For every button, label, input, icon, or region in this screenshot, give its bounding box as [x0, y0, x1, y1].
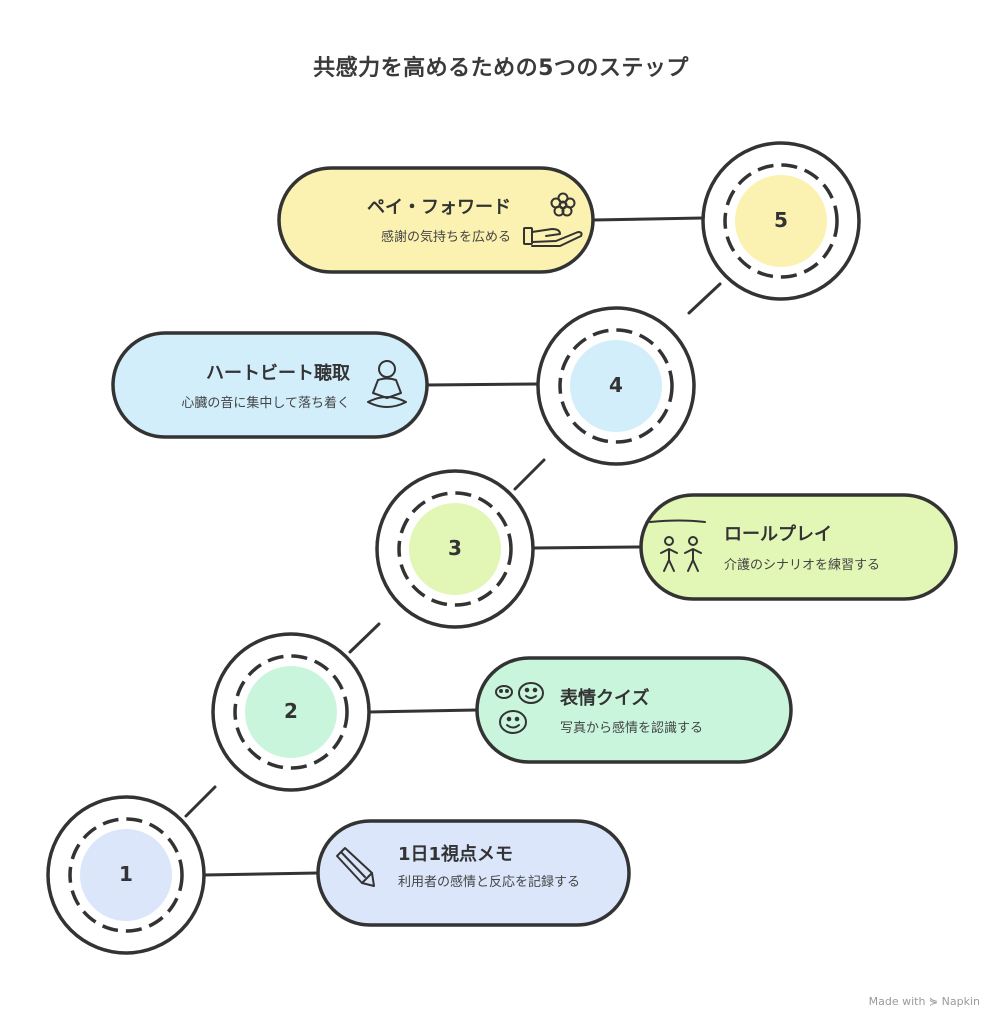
- step-circle-5: [701, 141, 861, 301]
- step-number-3: 3: [448, 536, 462, 560]
- connector-4-5: [687, 282, 722, 315]
- connector-3-4: [513, 458, 546, 491]
- step-number-1: 1: [119, 862, 133, 886]
- connector-1-2: [184, 785, 217, 818]
- page-title: 共感力を高めるための5つのステップ: [313, 56, 689, 81]
- link-circle-4-card: [425, 382, 540, 387]
- step-desc-2: 写真から感情を認識する: [560, 721, 704, 736]
- link-circle-2-card: [367, 708, 479, 714]
- step-number-2: 2: [284, 699, 298, 723]
- step-title-1: 1日1視点メモ: [398, 844, 514, 865]
- role-play-people-icon: [649, 519, 706, 572]
- meditation-icon: [367, 360, 407, 408]
- smiley-faces-icon: [495, 682, 544, 734]
- step-desc-4: 心臓の音に集中して落ち着く: [181, 396, 350, 411]
- step-circle-2: [211, 632, 371, 792]
- step-title-4: ハートビート聴取: [206, 363, 350, 384]
- step-card-4: [111, 331, 429, 439]
- step-circle-1: [46, 795, 206, 955]
- link-circle-3-card: [531, 545, 643, 550]
- step-number-4: 4: [609, 373, 623, 397]
- step-desc-5: 感謝の気持ちを広める: [380, 230, 511, 245]
- step-title-3: ロールプレイ: [724, 524, 832, 545]
- step-number-5: 5: [774, 208, 788, 232]
- step-title-2: 表情クイズ: [560, 688, 650, 709]
- step-card-1: [316, 819, 631, 927]
- step-card-5: [277, 166, 595, 274]
- step-desc-3: 介護のシナリオを練習する: [724, 558, 881, 573]
- link-circle-5-card: [591, 216, 705, 222]
- link-circle-1-card: [202, 871, 320, 877]
- step-card-2: [475, 656, 793, 764]
- step-desc-1: 利用者の感情と反応を記録する: [398, 875, 581, 890]
- step-card-3: [639, 493, 958, 601]
- pen-icon: [336, 847, 375, 887]
- napkin-watermark: Made with ⋟ Napkin: [868, 995, 980, 1008]
- step-circle-4: [536, 306, 696, 466]
- flower-hand-icon: [523, 192, 583, 247]
- step-title-5: ペイ・フォワード: [367, 197, 511, 218]
- connector-2-3: [348, 622, 381, 654]
